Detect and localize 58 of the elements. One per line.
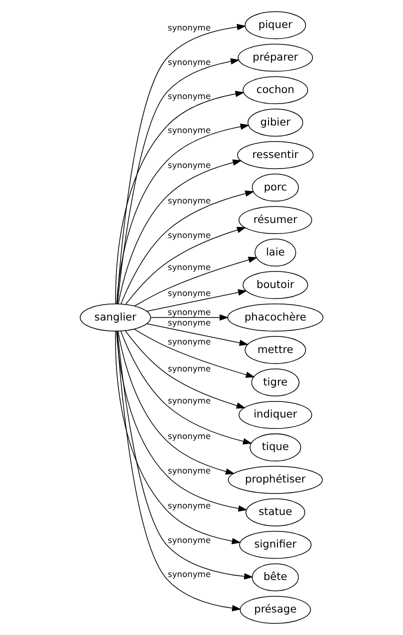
edge-label: synonyme <box>168 195 211 206</box>
arrow <box>115 90 244 304</box>
node-ellipse: statue <box>246 498 306 526</box>
arrow <box>134 328 255 378</box>
arrow <box>117 58 240 304</box>
edge-label: synonyme <box>168 91 211 102</box>
node-ellipse: signifier <box>239 530 312 559</box>
node-ellipse: bête <box>252 563 299 592</box>
edge-label: synonyme <box>168 466 211 476</box>
node-ellipse: sanglier <box>80 304 151 332</box>
edge-label: synonyme <box>168 500 211 510</box>
arrow <box>118 330 235 475</box>
node-ellipse: cochon <box>242 76 308 104</box>
node-ellipse: résumer <box>238 206 312 234</box>
arrow <box>124 330 246 409</box>
arrow <box>150 314 229 321</box>
edge-label: synonyme <box>168 307 211 318</box>
edge-label: synonyme <box>168 430 211 441</box>
node-ellipse: prophétiser <box>228 466 323 494</box>
arrow <box>115 330 241 544</box>
edge-label: synonyme <box>168 569 211 580</box>
edge-label: synonyme <box>168 230 211 240</box>
arrow <box>120 190 254 304</box>
node-ellipse: indiquer <box>238 400 312 429</box>
node-ellipse: piquer <box>244 11 306 40</box>
edge-label: synonyme <box>168 22 211 32</box>
node-ellipse: tique <box>250 433 302 462</box>
node-ellipse: boutoir <box>242 271 308 299</box>
arrow <box>116 330 242 612</box>
edge-label: synonyme <box>168 125 211 136</box>
node-ellipse: laie <box>254 238 296 267</box>
arrow <box>116 330 248 512</box>
edge-label: synonyme <box>168 57 211 68</box>
arrow <box>118 159 242 304</box>
node-ellipse: gibier <box>248 108 304 137</box>
node-ellipse: ressentir <box>237 141 314 170</box>
edge-label: synonyme <box>168 288 211 298</box>
edge-label: synonyme <box>168 364 211 374</box>
edge-label: synonyme <box>168 336 211 347</box>
edge-label: synonyme <box>168 318 211 328</box>
edge-label: synonyme <box>168 395 211 406</box>
arrow <box>125 226 246 305</box>
node-ellipse: mettre <box>244 336 306 364</box>
arrow <box>146 289 248 312</box>
edge-label: synonyme <box>168 262 211 272</box>
arrow <box>116 24 246 304</box>
node-ellipse: présage <box>240 596 311 624</box>
arrow <box>146 323 248 346</box>
arrow <box>134 256 258 306</box>
node-ellipse: phacochère <box>227 304 324 332</box>
node-ellipse: tigre <box>251 368 300 396</box>
arrow <box>117 330 254 580</box>
edge-label: synonyme <box>168 160 211 170</box>
edge-label: synonyme <box>168 535 211 546</box>
arrow <box>116 124 250 304</box>
arrow <box>120 330 252 444</box>
node-ellipse: porc <box>252 174 299 202</box>
node-ellipse: préparer <box>238 44 313 72</box>
